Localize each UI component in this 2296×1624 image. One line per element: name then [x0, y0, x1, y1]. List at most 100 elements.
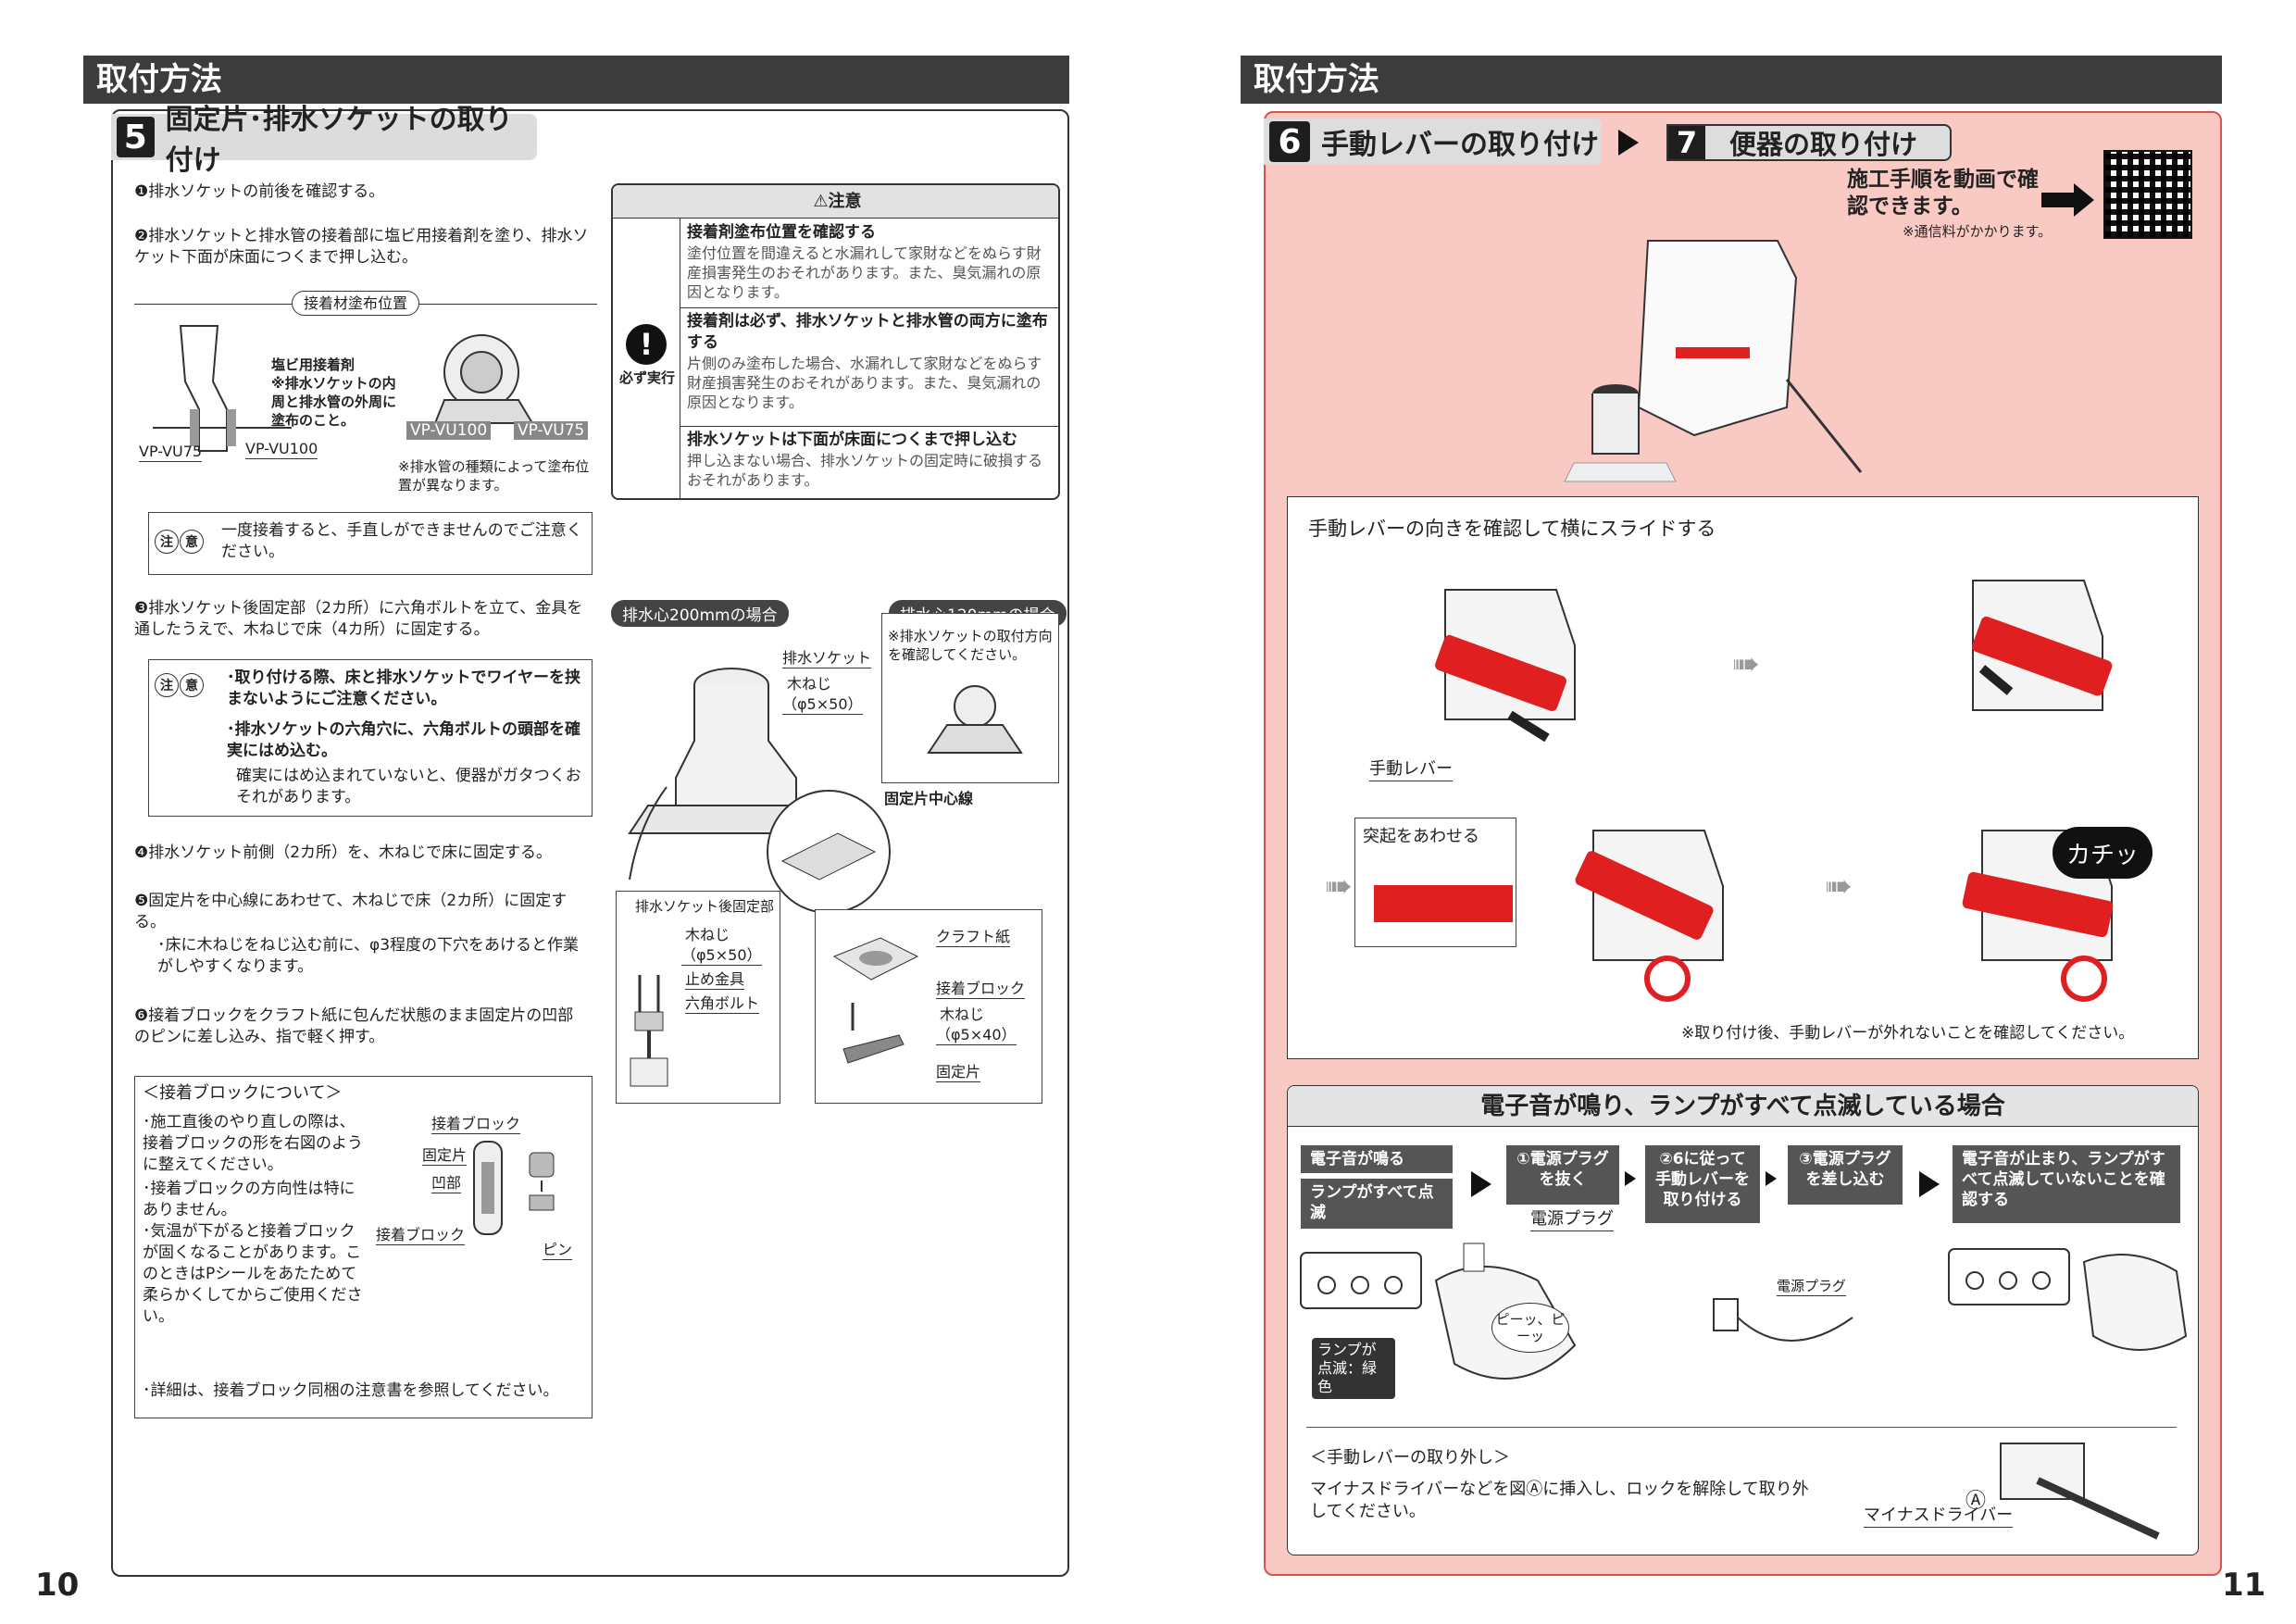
- step-6: ❻接着ブロックをクラフト紙に包んだ状態のまま固定片の凹部のピンに差し込み、指で軽…: [134, 1006, 574, 1046]
- screw2b-label: （φ5×50）: [681, 946, 762, 966]
- vp-vu100-tag: VP-VU100: [406, 421, 492, 440]
- section-6-number: 6: [1269, 121, 1310, 162]
- flow-arrow-6-7: [1618, 130, 1639, 156]
- remove-title: ＜手動レバーの取り外し＞: [1310, 1448, 1510, 1468]
- adhesive-callout: 塩ビ用接着剤: [271, 356, 356, 373]
- click-text: カチッ: [2065, 841, 2139, 869]
- video-note: ※通信料がかかります。: [1903, 223, 2053, 240]
- section-5-label: 固定片･排水ソケットの取り付け: [165, 104, 513, 177]
- flow-6: 電子音が止まり、ランプがすべて点滅していないことを確認する: [1953, 1145, 2180, 1223]
- about-block2-label: 接着ブロック: [376, 1226, 466, 1245]
- caution-3-head: 排水ソケットは下面が床面につくまで押し込む: [687, 431, 1017, 449]
- about-box: ＜接着ブロックについて＞ ･施工直後のやり直しの際は、接着ブロックの形を右図のよ…: [134, 1076, 593, 1418]
- a-label: Ⓐ: [1965, 1490, 1987, 1513]
- adhesive-area-label: 接着材塗布位置: [292, 291, 420, 316]
- socket-label: 排水ソケット: [782, 649, 872, 668]
- flow-arrow-1: [1471, 1171, 1491, 1197]
- step-5b: ･床に木ねじをねじ込む前に、φ3程度の下穴をあけると作業がしやすくなります。: [157, 936, 580, 976]
- section-5-title: 5 固定片･排水ソケットの取り付け: [111, 104, 537, 177]
- about-fix-label: 固定片: [422, 1146, 468, 1166]
- box-120: ※排水ソケットの取付方向を確認してください。: [881, 613, 1059, 783]
- slide-box: 手動レバーの向きを確認して横にスライドする 手動レバー ➠ 突起をあわせる ➠ …: [1287, 496, 2199, 1059]
- lever-step-4-drawing: [1962, 830, 2114, 1002]
- video-text: 施工手順を動画で確認できます。: [1847, 168, 2039, 219]
- caution-1-head: 接着剤塗布位置を確認する: [687, 223, 876, 242]
- hexbolt-drawing: [630, 975, 668, 1087]
- flow-arrow-4: [1919, 1171, 1940, 1197]
- step-3: ❸排水ソケット後固定部（2カ所）に六角ボルトを立て、金具を通したうえで、木ねじで…: [134, 599, 583, 639]
- caution-badge-2: 注意: [155, 673, 205, 697]
- section-7-label: 便器の取り付け: [1729, 129, 1918, 160]
- pipe-note: ※排水管の種類によって塗布位置が異なります。: [398, 458, 590, 493]
- flow-arrow-2: [1625, 1171, 1636, 1186]
- vp-vu75-tag: VP-VU75: [514, 421, 589, 440]
- gray-arrow-1: ➠: [1732, 645, 1761, 683]
- about-item-3: ･気温が下がると接着ブロックが固くなることがあります。このときはPシールをあたた…: [143, 1222, 363, 1326]
- driver-drawing: [2000, 1443, 2160, 1540]
- lever-note: ※取り付け後、手動レバーが外れないことを確認してください。: [1681, 1024, 2135, 1043]
- section-7-title: 7 便器の取り付け: [1666, 124, 1952, 161]
- remove-text: マイナスドライバーなどを図Ⓐに挿入し、ロックを解除して取り外してください。: [1310, 1480, 1809, 1521]
- rear-fix-title: 排水ソケット後固定部: [635, 898, 775, 915]
- adhesive-callout2: ※排水ソケットの内周と排水管の外周に塗布のこと。: [271, 375, 397, 429]
- right-page-number: 11: [2222, 1567, 2266, 1604]
- beep-bubble: ピーッ、ピーッ: [1491, 1303, 1569, 1353]
- gray-arrow-3: ➠: [1825, 868, 1853, 906]
- left-header: 取付方法: [83, 56, 1069, 104]
- lever-label: 手動レバー: [1369, 758, 1453, 781]
- about-recess-label: 凹部: [431, 1174, 462, 1193]
- flow-2: ランプがすべて点滅: [1301, 1179, 1453, 1229]
- beep-scene-3-drawing: [1948, 1248, 2188, 1351]
- stopper-label: 止め金具: [685, 970, 745, 990]
- video-arrow-head: [2074, 183, 2094, 217]
- caution-badge: 注意: [155, 530, 205, 554]
- click-bubble: カチッ: [2053, 827, 2152, 879]
- step-4: ❹排水ソケット前側（2カ所）を、木ねじで床に固定する。: [134, 843, 553, 862]
- plug2-label: 電源プラグ: [1777, 1278, 1847, 1296]
- qr-code-icon[interactable]: [2103, 150, 2192, 239]
- lever-step-3-drawing: [1575, 830, 1724, 1002]
- flow-4: ②6に従って手動レバーを取り付ける: [1645, 1145, 1760, 1223]
- section-6-label: 手動レバーの取り付け: [1321, 129, 1599, 161]
- socket-drawing: [433, 334, 534, 424]
- beep-box: 電子音が鳴り、ランプがすべて点滅している場合 電子音が鳴る ランプがすべて点滅 …: [1287, 1085, 2199, 1555]
- section-6-title: 6 手動レバーの取り付け: [1264, 119, 1602, 165]
- plug1-label: 電源プラグ: [1530, 1208, 1614, 1231]
- rear-fix-box: 排水ソケット後固定部 木ねじ （φ5×50） 止め金具 六角ボルト: [616, 891, 780, 1104]
- vp-vu75-label: VP-VU75: [139, 443, 203, 462]
- must-do-label: 必ず実行: [618, 369, 675, 386]
- flow-5: ③電源プラグを差し込む: [1788, 1145, 1903, 1205]
- driver-label: マイナスドライバー: [1864, 1505, 2014, 1528]
- beep-text: ピーッ、ピーッ: [1495, 1311, 1566, 1344]
- section-7-number: 7: [1668, 125, 1705, 160]
- note-2-b2b: 確実にはめ込まれていないと、便器がガタつくおそれがあります。: [236, 767, 581, 806]
- lamp-label: ランプが点滅：緑色: [1312, 1338, 1395, 1399]
- caution-title: ⚠注意: [613, 185, 1058, 219]
- slide-caption: 手動レバーの向きを確認して横にスライドする: [1308, 518, 1716, 540]
- adhesive-diagram: 接着材塗布位置 塩ビ用接着剤 ※排水ソケットの内周と排水管の外周に塗布のこと。 …: [134, 289, 597, 474]
- step-5: ❺固定片を中心線にあわせて、木ねじで床（2カ所）に固定する。: [134, 892, 568, 931]
- pipe-section-drawing: [153, 325, 292, 452]
- pill-200: 排水心200mmの場合: [611, 600, 789, 627]
- screw1-label: 木ねじ: [787, 675, 832, 693]
- step-1: ❶排水ソケットの前後を確認する。: [134, 182, 385, 201]
- screw2-label: 木ねじ: [685, 926, 730, 943]
- caution-box: ⚠注意 ! 必ず実行 接着剤塗布位置を確認する 塗付位置を間違えると水漏れして家…: [611, 183, 1060, 500]
- align-label: 突起をあわせる: [1363, 827, 1479, 846]
- flow-1: 電子音が鳴る: [1301, 1145, 1453, 1173]
- fixpiece-label: 固定片: [936, 1063, 981, 1082]
- socket-120-drawing: [927, 685, 1023, 754]
- caution-3-body: 押し込まない場合、排水ソケットの固定時に破損するおそれがあります。: [687, 452, 1043, 489]
- about-item-2: ･接着ブロックの方向性は特にありません。: [143, 1180, 356, 1219]
- left-frame: [111, 109, 1069, 1577]
- lever-step-2-drawing: [1972, 580, 2113, 711]
- tank-drawing: [1564, 240, 1863, 482]
- note-1: 注意 一度接着すると、手直しができませんのでご注意ください。: [148, 512, 593, 575]
- note-120: ※排水ソケットの取付方向を確認してください。: [888, 628, 1053, 663]
- right-header: 取付方法: [1241, 56, 2222, 104]
- align-inset: 突起をあわせる: [1354, 818, 1516, 947]
- beep-scene-2-drawing: [1713, 1298, 1853, 1342]
- step-2: ❷排水ソケットと排水管の接着部に塩ビ用接着剤を塗り、排水ソケット下面が床面につく…: [134, 227, 589, 267]
- note-1-text: 一度接着すると、手直しができませんのでご注意ください。: [221, 521, 582, 561]
- about-pin-label: ピン: [543, 1241, 573, 1260]
